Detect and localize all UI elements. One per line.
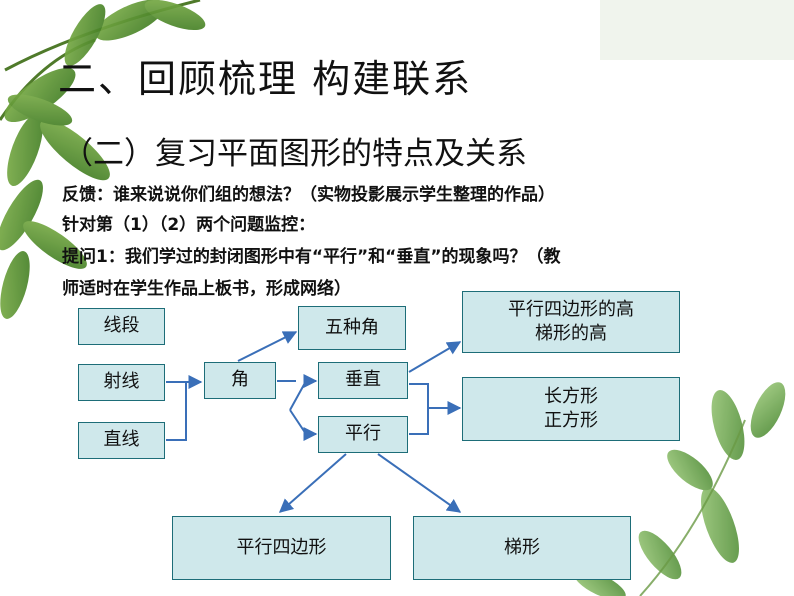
node-label-line-2: 正方形	[544, 410, 598, 431]
node-label-line-1: 长方形	[544, 385, 598, 407]
question-line-continued: 师适时在学生作品上板书，形成网络）	[62, 279, 351, 299]
node-label: 五种角	[325, 316, 379, 338]
node-label: 梯形	[504, 536, 540, 558]
node-label-line-2: 梯形的高	[535, 323, 607, 344]
node-segment: 线段	[78, 308, 165, 345]
node-angle: 角	[204, 362, 276, 399]
slide-subtitle: （二）复习平面图形的特点及关系	[62, 136, 527, 172]
node-label-line-1: 平行四边形的高	[508, 298, 634, 320]
node-five-angles: 五种角	[298, 306, 406, 350]
slide-title: 二、回顾梳理 构建联系	[58, 57, 473, 101]
node-parallel: 平行	[318, 416, 408, 453]
node-label: 平行四边形	[236, 536, 327, 558]
node-label: 垂直	[345, 369, 381, 391]
node-heights: 平行四边形的高 梯形的高	[462, 291, 680, 353]
node-label: 平行	[345, 423, 381, 445]
node-label: 射线	[103, 371, 140, 393]
feedback-line: 反馈：谁来说说你们组的想法？（实物投影展示学生整理的作品）	[62, 185, 555, 205]
node-label: 线段	[103, 315, 140, 337]
node-label: 直线	[103, 429, 140, 451]
node-parallelogram: 平行四边形	[172, 516, 391, 580]
monitoring-line: 针对第（1）（2）两个问题监控：	[62, 215, 316, 235]
node-perpendicular: 垂直	[318, 362, 408, 399]
node-ray: 射线	[78, 364, 165, 401]
node-trapezoid: 梯形	[413, 516, 631, 580]
node-line: 直线	[78, 422, 165, 459]
node-rect-square: 长方形 正方形	[462, 377, 680, 441]
node-label: 角	[231, 369, 249, 391]
question-line: 提问1：我们学过的封闭图形中有“平行”和“垂直”的现象吗？（教	[62, 247, 561, 267]
